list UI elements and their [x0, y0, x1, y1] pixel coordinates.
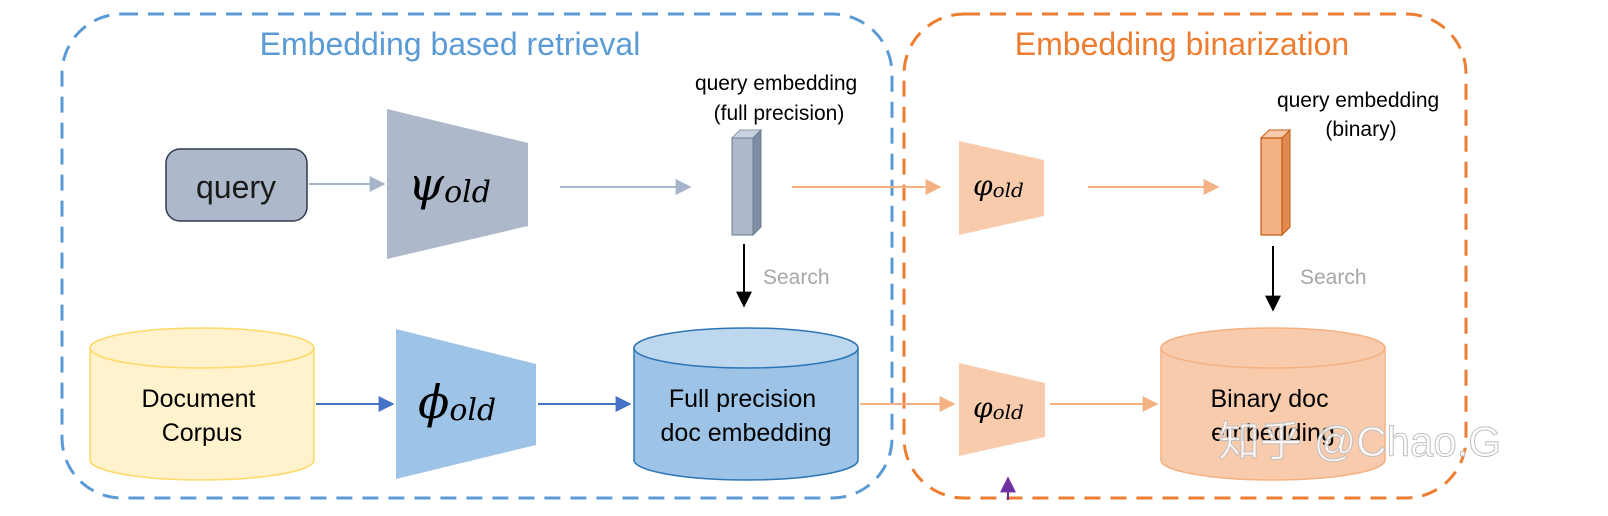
binarization-section-title: Embedding binarization — [1015, 26, 1349, 62]
binarization-section-frame — [902, 12, 1468, 500]
full-precision-query-embedding-bar — [730, 128, 763, 237]
watermark: 知乎 @Chao.G — [1218, 418, 1501, 465]
phi-old-encoder — [396, 329, 536, 479]
binary-doc-embedding-cylinder — [1160, 327, 1386, 481]
retrieval-section-frame — [60, 12, 894, 500]
binary-doc-label: Binary doc embedding — [1210, 385, 1335, 447]
retrieval-section-title: Embedding based retrieval — [260, 26, 641, 62]
psi-old-symbol: ψold — [408, 157, 491, 211]
document-corpus-label: Document Corpus — [142, 385, 263, 447]
varphi-old-symbol-bottom: φold — [973, 391, 1024, 424]
varphi-old-encoder-top — [959, 141, 1044, 235]
binary-query-embedding-bar — [1259, 128, 1292, 237]
full-precision-query-embedding-label: query embedding (full precision) — [695, 72, 863, 125]
search-label-left: Search — [763, 266, 830, 289]
search-label-right: Search — [1300, 266, 1367, 289]
full-precision-doc-embedding-cylinder — [633, 327, 859, 481]
varphi-old-encoder-bottom — [959, 363, 1045, 456]
document-corpus-cylinder — [89, 327, 315, 481]
phi-old-symbol: ϕold — [418, 375, 496, 429]
full-precision-doc-label: Full precision doc embedding — [661, 385, 832, 447]
query-label: query — [196, 169, 276, 205]
binary-query-embedding-label: query embedding (binary) — [1277, 89, 1445, 141]
varphi-old-symbol-top: φold — [973, 169, 1024, 202]
psi-old-encoder — [387, 109, 528, 259]
query-box — [165, 148, 308, 222]
